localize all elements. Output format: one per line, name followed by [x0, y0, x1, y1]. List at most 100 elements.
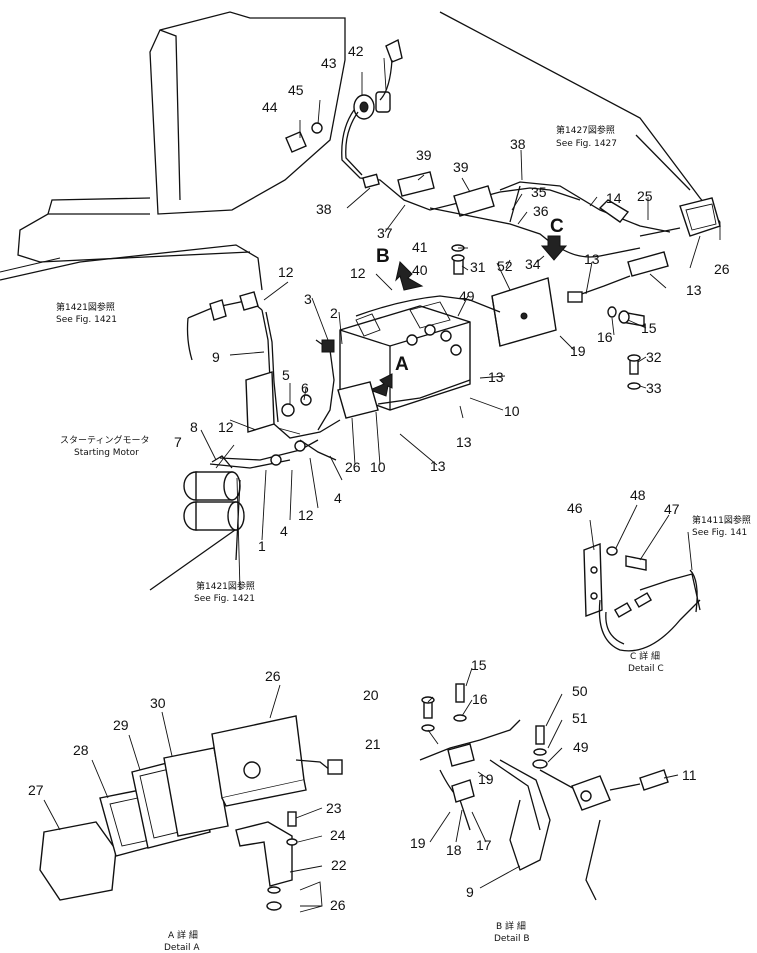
relay-box	[491, 277, 557, 347]
callout-9: 9	[212, 349, 220, 365]
callout-29: 29	[113, 717, 129, 733]
callout-28: 28	[73, 742, 89, 758]
callout-15: 15	[471, 657, 487, 673]
callout-48: 48	[630, 487, 646, 503]
callout-11: 11	[682, 767, 697, 783]
detail-a-jp: A 詳 細	[168, 929, 198, 941]
callout-50: 50	[572, 683, 588, 699]
callout-47: 47	[664, 501, 680, 517]
bolt-41-40	[451, 244, 465, 275]
starting-motor	[149, 455, 245, 591]
callout-2: 2	[330, 305, 338, 321]
callout-12: 12	[298, 507, 314, 523]
callout-10: 10	[504, 403, 520, 419]
callout-7: 7	[174, 434, 182, 450]
view-letter-b: B	[376, 246, 390, 267]
callout-49: 49	[573, 739, 589, 755]
callout-34: 34	[525, 256, 541, 272]
callout-5: 5	[282, 367, 290, 383]
callout-26: 26	[330, 897, 346, 913]
callout-1: 1	[258, 538, 266, 554]
ref-fig1421-bottom-en: See Fig. 1421	[194, 594, 255, 604]
callout-19: 19	[410, 835, 426, 851]
callout-4: 4	[280, 523, 288, 539]
detail-b-jp: B 詳 細	[496, 920, 526, 932]
callout-13: 13	[584, 251, 600, 267]
callout-12: 12	[278, 264, 294, 280]
callout-45: 45	[288, 82, 304, 98]
left-harness	[186, 291, 341, 469]
bolt-15-16	[607, 306, 645, 327]
ref-fig1427-jp: 第1427図参照	[556, 124, 615, 136]
starting-motor-en: Starting Motor	[74, 448, 139, 458]
callout-4: 4	[334, 490, 342, 506]
callout-44: 44	[262, 99, 278, 115]
callout-13: 13	[686, 282, 702, 298]
callout-24: 24	[330, 827, 346, 843]
callout-3: 3	[304, 291, 312, 307]
callout-37: 37	[377, 225, 393, 241]
ref-fig1421-left-en: See Fig. 1421	[56, 315, 117, 325]
upper-lamp-assembly	[285, 38, 581, 211]
callouts: 1 2 3 4 4 5 6 7 8 9 9 10 10 11 12 12 12 …	[28, 43, 730, 913]
ref-fig141-jp: 第1411図参照	[692, 514, 751, 526]
callout-43: 43	[321, 55, 337, 71]
callout-26: 26	[265, 668, 281, 684]
callout-52: 52	[497, 258, 513, 274]
callout-21: 21	[365, 736, 381, 752]
reference-captions: 第1427図参照 See Fig. 1427 第1421図参照 See Fig.…	[56, 124, 751, 953]
callout-51: 51	[572, 710, 588, 726]
callout-8: 8	[190, 419, 198, 435]
battery-block	[337, 261, 501, 419]
callout-10: 10	[370, 459, 386, 475]
arrow-c	[540, 235, 568, 261]
callout-12: 12	[350, 265, 366, 281]
callout-26: 26	[345, 459, 361, 475]
callout-13: 13	[430, 458, 446, 474]
ref-fig141-en: See Fig. 141	[692, 528, 747, 538]
bolt-32-33	[627, 354, 641, 390]
callout-16: 16	[472, 691, 488, 707]
callout-42: 42	[348, 43, 364, 59]
callout-36: 36	[533, 203, 549, 219]
callout-13: 13	[488, 369, 504, 385]
callout-27: 27	[28, 782, 44, 798]
callout-20: 20	[363, 687, 379, 703]
callout-38: 38	[510, 136, 526, 152]
callout-26: 26	[714, 261, 730, 277]
ref-fig1421-bottom-jp: 第1421図参照	[196, 580, 255, 592]
callout-31: 31	[470, 259, 486, 275]
callout-39: 39	[453, 159, 469, 175]
view-letter-c: C	[550, 216, 564, 237]
callout-33: 33	[646, 380, 662, 396]
callout-38: 38	[316, 201, 332, 217]
starting-motor-jp: スターティングモータ	[60, 434, 149, 446]
leader-lines	[43, 57, 701, 907]
callout-12: 12	[218, 419, 234, 435]
ref-fig1421-left-jp: 第1421図参照	[56, 301, 115, 313]
detail-b-en: Detail B	[494, 934, 530, 944]
callout-19: 19	[570, 343, 586, 359]
callout-9: 9	[466, 884, 474, 900]
callout-6: 6	[301, 380, 309, 396]
callout-19: 19	[478, 771, 494, 787]
callout-25: 25	[637, 188, 653, 204]
callout-49: 49	[459, 288, 475, 304]
detail-c-drawing	[583, 543, 701, 652]
callout-35: 35	[531, 184, 547, 200]
callout-46: 46	[567, 500, 583, 516]
view-letter-a: A	[395, 354, 409, 375]
detail-c-en: Detail C	[628, 664, 664, 674]
callout-18: 18	[446, 842, 462, 858]
callout-41: 41	[412, 239, 428, 255]
detail-b-drawing	[419, 683, 669, 901]
cab-outline	[0, 11, 721, 291]
callout-13: 13	[456, 434, 472, 450]
callout-15: 15	[641, 320, 657, 336]
callout-14: 14	[606, 190, 622, 206]
callout-23: 23	[326, 800, 342, 816]
callout-32: 32	[646, 349, 662, 365]
detail-a-en: Detail A	[164, 943, 200, 953]
